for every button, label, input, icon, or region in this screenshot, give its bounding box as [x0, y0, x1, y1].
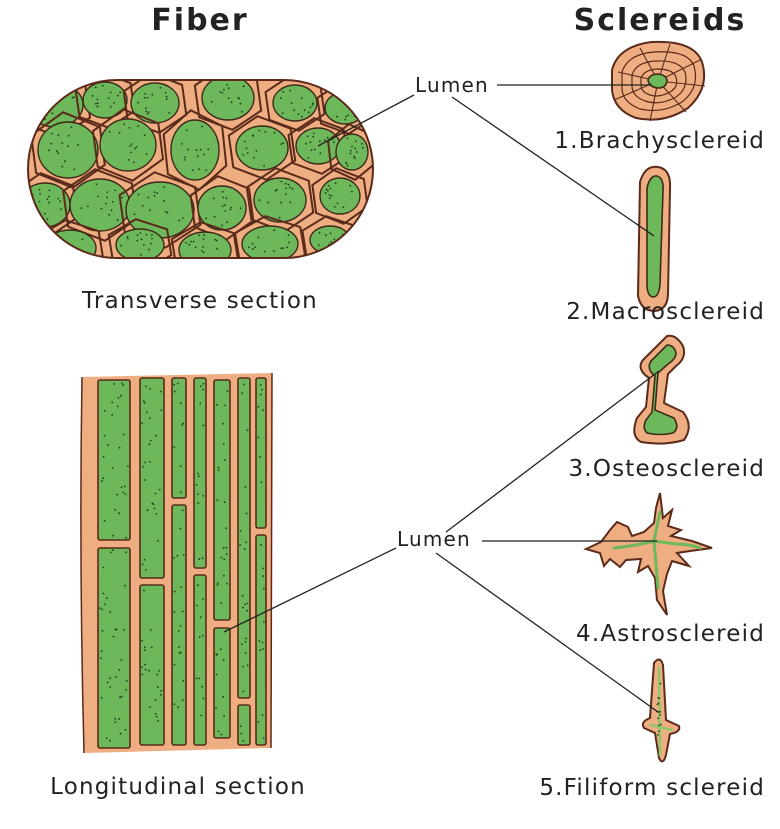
- macrosclereid-illustration: [636, 165, 672, 313]
- leader-bottom-to-filiform: [435, 552, 659, 713]
- brachysclereid-illustration: [611, 40, 706, 122]
- transverse-section-label: Transverse section: [81, 288, 318, 314]
- transverse-section-outline: [27, 79, 374, 259]
- leader-top-to-transverse: [317, 94, 415, 147]
- fiber-heading: Fiber: [151, 3, 248, 38]
- leader-top-to-macrosclereid: [451, 96, 655, 237]
- filiform-sclereid-illustration: [641, 658, 681, 763]
- fiber-transverse-section: [28, 80, 373, 258]
- longitudinal-cells: [97, 377, 267, 749]
- osteosclereid-illustration: [633, 334, 690, 445]
- sclereid-label-2: 2.Macrosclereid: [566, 299, 765, 325]
- sclereid-label-1: 1.Brachysclereid: [554, 128, 765, 154]
- lumen-label-top: Lumen: [415, 73, 489, 97]
- sclereids-heading: Sclereids: [574, 3, 747, 38]
- longitudinal-section-label: Longitudinal section: [50, 774, 306, 800]
- leader-bottom-to-osteosclereid: [445, 370, 660, 533]
- astrosclereid-illustration: [583, 492, 713, 616]
- fiber-longitudinal-section: [80, 372, 273, 754]
- sclereid-label-5: 5.Filiform sclereid: [539, 775, 765, 801]
- sclereid-label-4: 4.Astrosclereid: [576, 621, 765, 647]
- lumen-label-bottom: Lumen: [397, 527, 471, 551]
- leader-lines: [223, 84, 660, 713]
- leader-bottom-to-longitudinal: [223, 547, 397, 633]
- sclereid-label-3: 3.Osteosclereid: [568, 456, 765, 482]
